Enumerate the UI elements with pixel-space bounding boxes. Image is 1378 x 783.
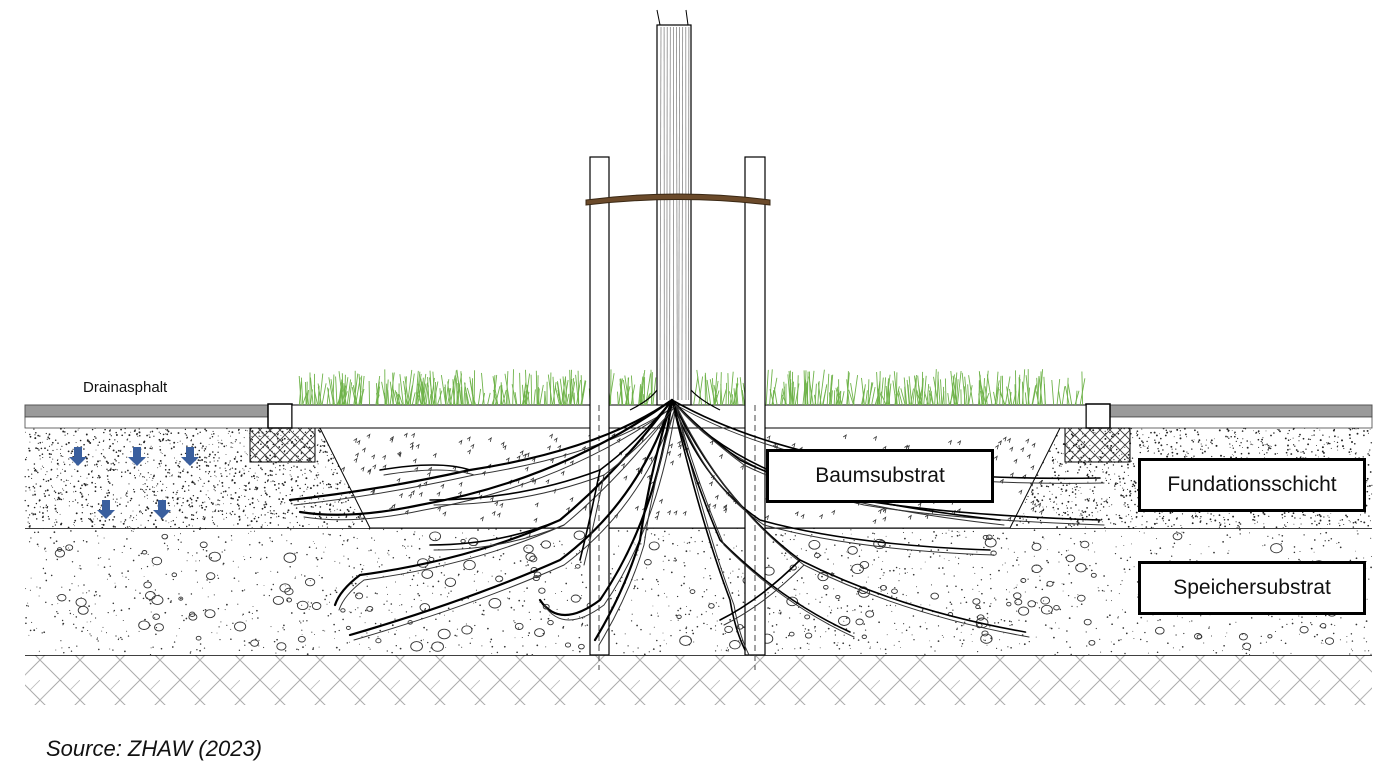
arrow-down-icon [69, 447, 87, 466]
curb-foundation-left [249, 427, 316, 463]
arrow-down-icon [153, 500, 171, 519]
curb-left [267, 403, 293, 429]
label-fundationsschicht: Fundationsschicht [1138, 458, 1366, 512]
tree-roots [288, 398, 1105, 656]
arrow-down-icon [181, 447, 199, 466]
curb-foundation-right [1064, 427, 1131, 463]
label-baumsubstrat: Baumsubstrat [766, 449, 994, 503]
arrow-down-icon [128, 447, 146, 466]
grass-strip [298, 369, 1086, 406]
arrow-down-icon [97, 500, 115, 519]
curb-right [1085, 403, 1111, 429]
source-caption: Source: ZHAW (2023) [46, 736, 263, 761]
label-drainasphalt: Drainasphalt [83, 379, 168, 396]
stake-band [585, 193, 771, 206]
tree-trunk [629, 24, 721, 411]
drainage-arrows [69, 447, 199, 519]
subsoil-layer [25, 655, 1372, 705]
label-speichersubstrat: Speichersubstrat [1138, 561, 1366, 615]
drain-asphalt-left [24, 404, 271, 418]
drain-asphalt-right [1109, 404, 1373, 418]
